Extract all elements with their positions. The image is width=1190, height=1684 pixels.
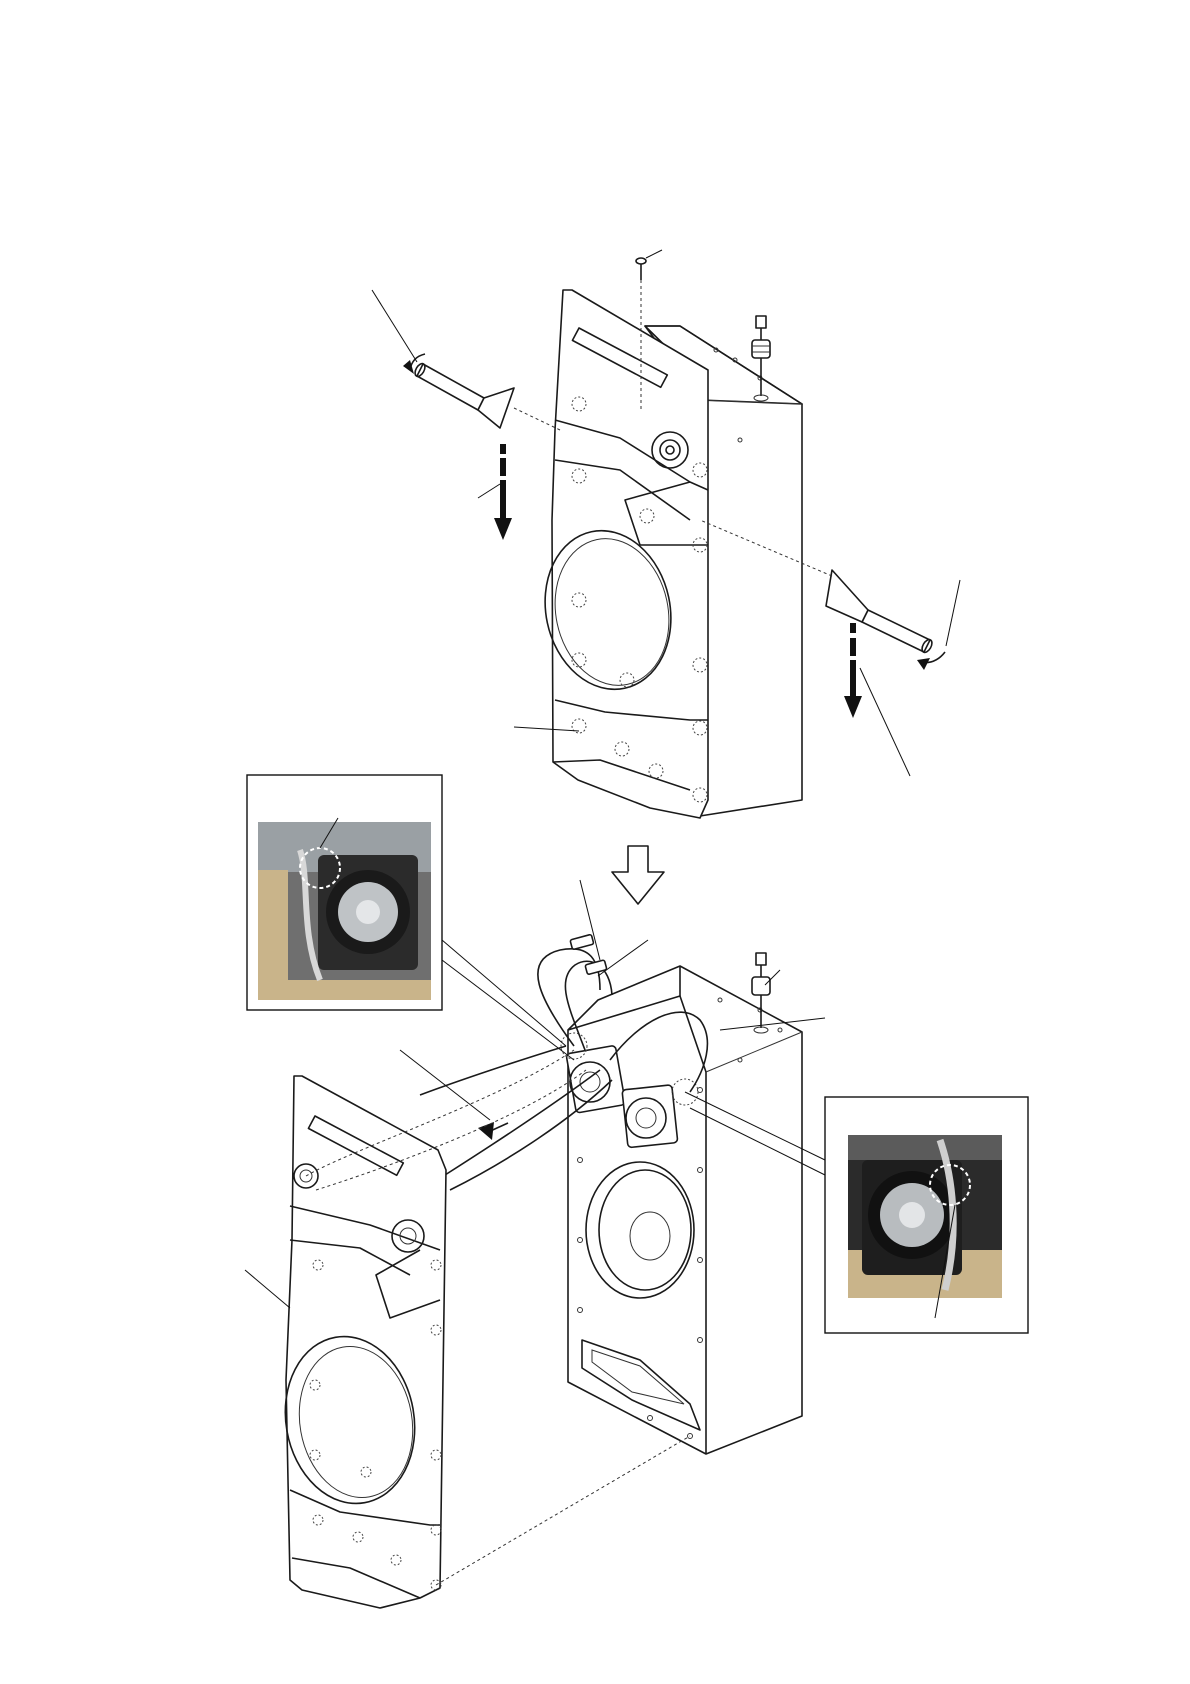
photo-inset-left — [247, 775, 574, 1060]
pull-arrow — [400, 1050, 508, 1140]
step-arrow — [612, 846, 664, 904]
pry-tool-left — [372, 290, 560, 540]
front-grille-upper — [531, 290, 708, 818]
speaker-box-lower — [561, 966, 802, 1454]
front-grille-lower — [245, 1076, 446, 1608]
